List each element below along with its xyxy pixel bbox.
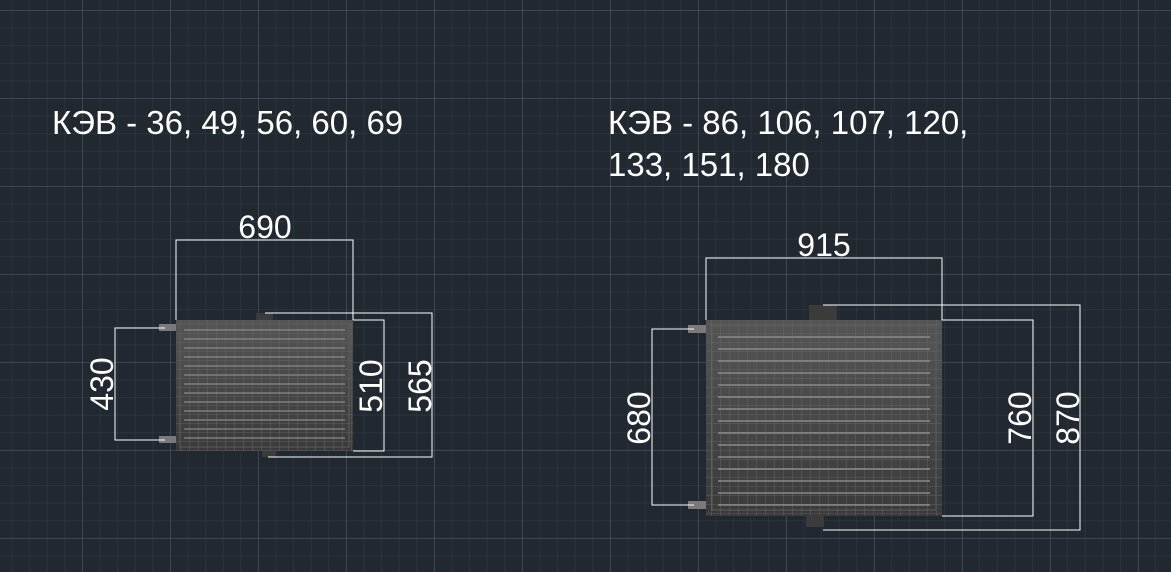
left-dimensions bbox=[114, 239, 433, 458]
title-right-models-line1: КЭВ - 86, 106, 107, 120, bbox=[608, 104, 969, 141]
right-width-label: 915 bbox=[797, 227, 850, 263]
right-pipe-spacing-label: 680 bbox=[621, 391, 657, 444]
right-heater-louvers bbox=[718, 336, 930, 506]
left-top-stub bbox=[256, 313, 273, 322]
left-pipe-dimension-line bbox=[114, 327, 165, 441]
left-body-height-label: 510 bbox=[353, 359, 389, 412]
left-body-dimension-line bbox=[353, 319, 385, 452]
right-body-dimension-line bbox=[942, 319, 1034, 517]
right-pipe-dimension-line bbox=[651, 328, 694, 506]
right-top-stub bbox=[809, 305, 837, 321]
title-right-models-line2: 133, 151, 180 bbox=[608, 146, 810, 183]
left-pipe-bottom bbox=[159, 436, 176, 443]
right-body-height-label: 760 bbox=[1002, 391, 1038, 444]
right-pipe-top bbox=[688, 325, 706, 333]
right-bottom-stub bbox=[806, 515, 824, 527]
right-heater-unit bbox=[688, 305, 942, 527]
left-heater-unit bbox=[159, 313, 353, 457]
left-heater-grid bbox=[176, 320, 353, 451]
left-width-label: 690 bbox=[238, 209, 291, 245]
right-dimensions bbox=[651, 257, 1081, 531]
right-heater-grid bbox=[706, 320, 942, 516]
left-pipe-spacing-label: 430 bbox=[84, 357, 120, 410]
left-width-dimension-line bbox=[175, 239, 354, 320]
right-overall-height-label: 870 bbox=[1050, 391, 1086, 444]
right-overall-dimension-line bbox=[823, 304, 1081, 531]
right-width-dimension-line bbox=[705, 257, 943, 320]
left-heater-louvers bbox=[184, 329, 345, 439]
title-left-models: КЭВ - 36, 49, 56, 60, 69 bbox=[52, 104, 404, 141]
left-overall-height-label: 565 bbox=[402, 359, 438, 412]
left-bottom-stub bbox=[262, 450, 276, 457]
left-overall-dimension-line bbox=[265, 312, 433, 458]
right-pipe-bottom bbox=[688, 501, 706, 509]
left-pipe-top bbox=[159, 324, 176, 331]
